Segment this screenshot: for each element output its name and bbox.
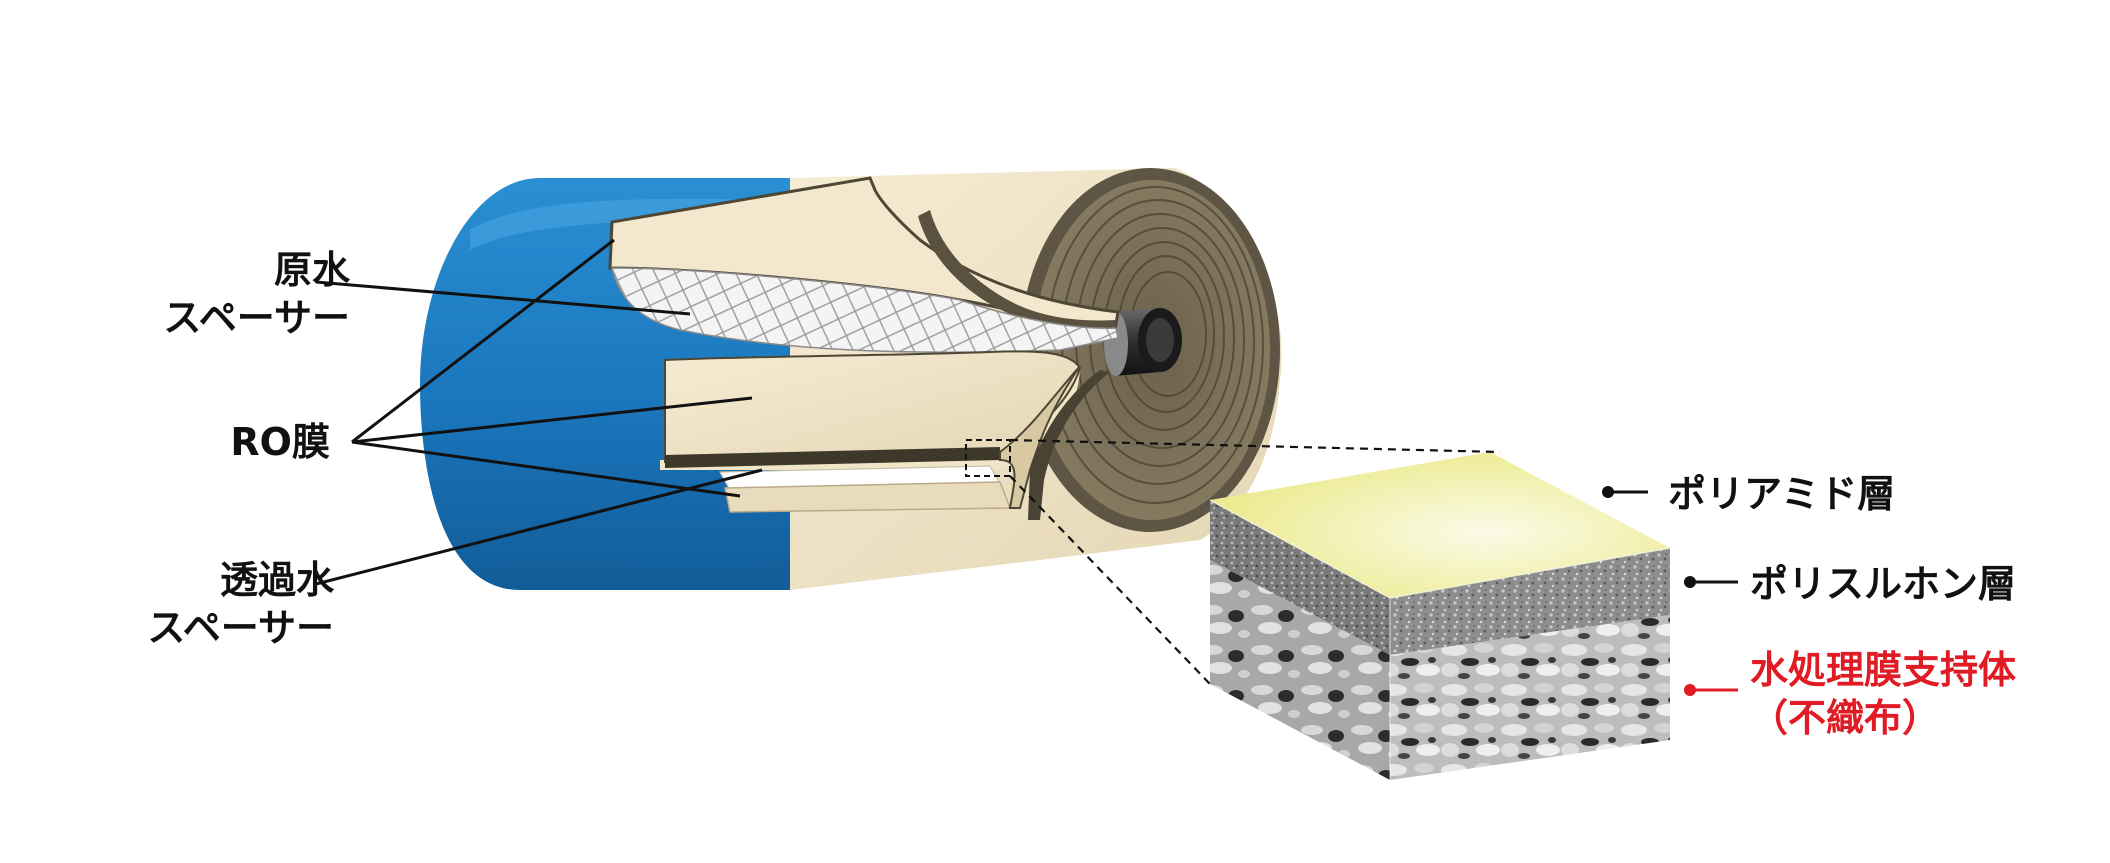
zoom-source-box — [965, 439, 1011, 477]
leader-ro-upper — [351, 238, 615, 444]
wrap-layer-curve-dark — [1028, 370, 1110, 520]
label-support-line1: 水処理膜支持体 — [1750, 648, 2017, 692]
label-support-line2: （不織布） — [1750, 696, 1941, 740]
label-permeate-spacer-line1: 透過水 — [219, 558, 334, 602]
label-feed-spacer-line1: 原水 — [273, 248, 350, 292]
label-ro-membrane: RO膜 — [190, 418, 330, 466]
feed-spacer-mesh — [611, 267, 1119, 353]
label-permeate-spacer-line2: スペーサー — [147, 606, 334, 650]
ro-membrane-upper-edge — [918, 210, 1115, 333]
polysulfone-layer-left — [1210, 500, 1390, 655]
polyamide-layer-face — [1210, 452, 1670, 598]
label-feed-spacer: 原水 スペーサー — [120, 246, 350, 342]
wrap-layer-curve — [999, 365, 1081, 509]
right-leaders — [1602, 486, 1738, 696]
label-polysulfone-layer-text: ポリスルホン層 — [1750, 562, 2017, 606]
leader-ro-mid — [351, 396, 753, 444]
ro-membrane-lower-edge — [665, 447, 1000, 468]
label-polysulfone-layer: ポリスルホン層 — [1750, 560, 2016, 608]
label-polyamide-layer-text: ポリアミド層 — [1668, 472, 1896, 516]
label-feed-spacer-line2: スペーサー — [163, 296, 350, 340]
leader-permeate-spacer — [315, 468, 763, 586]
support-fibers-right — [1390, 615, 1670, 780]
polysulfone-layer-right — [1390, 548, 1670, 655]
leader-lines — [315, 238, 763, 586]
permeate-tube — [1104, 308, 1182, 376]
ro-membrane-bottom — [724, 481, 1012, 513]
zoom-connectors — [1009, 438, 1501, 685]
support-fibers-left — [1210, 560, 1390, 780]
leader-ro-lower — [351, 440, 741, 498]
label-ro-membrane-text: RO膜 — [230, 420, 330, 464]
ro-element — [420, 168, 1282, 590]
membrane-cross-section — [1209, 452, 1671, 780]
leader-feed-spacer — [315, 280, 691, 316]
label-support: 水処理膜支持体 （不織布） — [1750, 646, 2016, 742]
label-permeate-spacer: 透過水 スペーサー — [100, 556, 334, 652]
label-polyamide-layer: ポリアミド層 — [1668, 470, 1895, 518]
